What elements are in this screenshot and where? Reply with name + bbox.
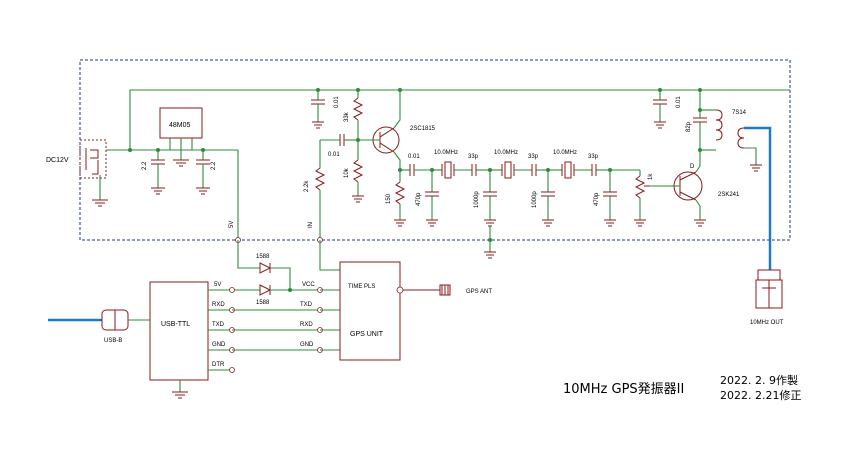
xtal2-label: 10.0MHz (494, 150, 518, 156)
transistor-2sc1815 (356, 88, 402, 170)
cap-470p-b-label: 470p (594, 192, 600, 206)
usb-b-label: USB-B (104, 338, 122, 344)
res-33k (352, 88, 364, 140)
usb-pin-gnd: GND (212, 342, 226, 348)
gps-pin-rxd: RXD (300, 322, 313, 328)
output-tank (653, 88, 762, 172)
usb-ttl-box (149, 281, 209, 381)
coax-cable (744, 126, 772, 270)
cap-top2-label: 0.01 (676, 96, 682, 108)
gps-pin-txd: TXD (300, 302, 313, 308)
cap-top1-label: 0.01 (334, 96, 340, 108)
res-10k-label: 10k (344, 167, 350, 178)
gps-time-pls: TIME PLS (348, 284, 375, 290)
out-label: 10MHz OUT (750, 320, 784, 326)
usb-pin-txd: TXD (212, 322, 225, 328)
power-caps (151, 148, 210, 195)
pot-1k (634, 170, 672, 227)
cap-1000p-1-label: 1000p (474, 191, 480, 208)
cap-33p-1-label: 33p (468, 154, 479, 160)
regulator-label: 48M05 (169, 122, 191, 129)
cap-a-label: 2.2 (142, 161, 148, 170)
cap-base-label: 0.01 (328, 152, 340, 158)
cap-b-label: 2.2 (211, 161, 217, 170)
res-150-label: 150 (386, 193, 392, 204)
xtal3-label: 10.0MHz (553, 150, 577, 156)
date-made: 2022. 2. 9作製 (720, 373, 798, 387)
crystal-ladder (400, 161, 640, 227)
gps-ant-label: GPS ANT (466, 289, 492, 295)
coil-label: 7S14 (732, 110, 747, 116)
cap-33p-2-label: 33p (528, 154, 539, 160)
cap-33p-3-label: 33p (588, 154, 599, 160)
res-10k (352, 140, 364, 203)
bnc-connector (755, 269, 783, 309)
res-2-2k (314, 140, 326, 243)
res-150 (394, 168, 406, 227)
cap-1000p-2-label: 1000p (532, 191, 538, 208)
pot-label: 1k (648, 173, 654, 180)
gps-unit-box (339, 261, 401, 361)
regulator (130, 107, 238, 167)
fet-label: 2SK241 (718, 192, 740, 198)
dc-jack-label: DC12V (46, 157, 69, 164)
fet-d-label: D (690, 164, 695, 170)
schematic-title: 10MHz GPS発振器II (563, 382, 684, 397)
diode2-label: 1588 (256, 300, 270, 306)
diodes (232, 240, 340, 296)
usb-pin-rxd: RXD (212, 302, 225, 308)
diode1-label: 1588 (256, 254, 270, 260)
gps-pin-vcc: VCC (302, 282, 315, 288)
cap-top1 (311, 88, 325, 129)
net-in-label: IN (308, 222, 314, 228)
cap-emitter-label: 0.01 (408, 154, 420, 160)
gps-antenna (396, 284, 451, 296)
transistor-label: 2SC1815 (410, 126, 436, 132)
usb-ttl-pins (208, 287, 235, 373)
usb-pin-5v: 5V (214, 282, 221, 288)
cap-base (320, 134, 358, 146)
res-33k-label: 33k (344, 111, 350, 122)
usb-pin-dtr: DTR (212, 362, 225, 368)
usb-ttl-label: USB-TTL (161, 321, 190, 328)
fet-2sk241 (672, 150, 706, 227)
dc-jack (79, 139, 130, 207)
gps-pin-gnd: GND (300, 342, 314, 348)
xtal1-label: 10.0MHz (434, 150, 458, 156)
res-22k-label: 2.2k (304, 180, 310, 192)
cap-82p-label: 82p (686, 121, 692, 132)
cap-470p-a-label: 470p (416, 192, 422, 206)
gps-unit-label: GPS UNIT (350, 331, 384, 338)
date-revised: 2022. 2.21修正 (720, 388, 801, 402)
net-5v-label: 5V (229, 221, 235, 228)
